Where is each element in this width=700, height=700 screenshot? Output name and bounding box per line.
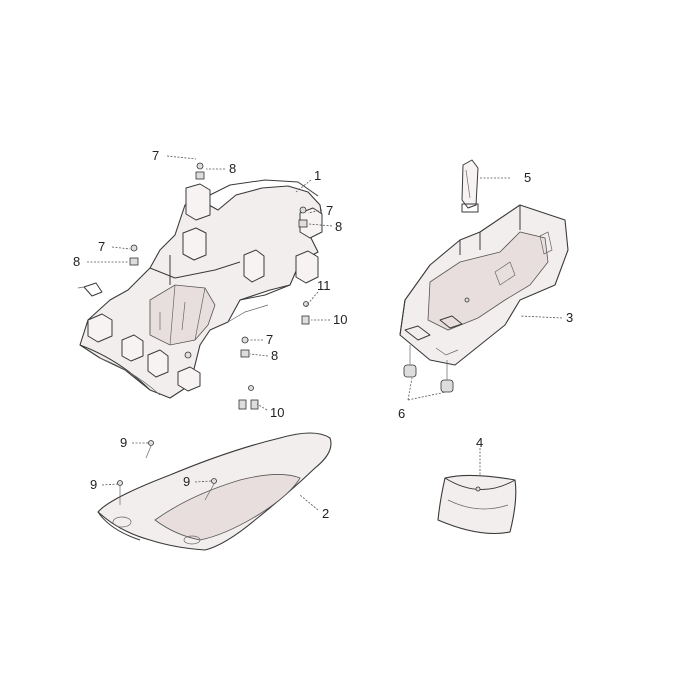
callout-10: 10 [333,312,347,327]
callout-3: 3 [566,310,573,325]
callout-8: 8 [271,348,278,363]
callout-9: 9 [183,474,190,489]
callout-4: 4 [476,435,483,450]
callout-7: 7 [266,332,273,347]
callout-2: 2 [322,506,329,521]
callout-8: 8 [73,254,80,269]
part-4-tool-pouch [437,474,517,535]
callout-labels: 7 8 1 7 8 7 8 11 10 7 8 10 5 3 6 4 2 9 9… [73,148,573,521]
part-3-inner-liner [399,159,569,393]
callout-9: 9 [90,477,97,492]
callout-7: 7 [98,239,105,254]
leader-lines [87,155,563,511]
callout-8: 8 [335,219,342,234]
callout-1: 1 [314,168,321,183]
callout-10: 10 [270,405,284,420]
callout-9: 9 [120,435,127,450]
callout-7: 7 [326,203,333,218]
part-2-rear-fender [97,432,332,551]
callout-5: 5 [524,170,531,185]
callout-7: 7 [152,148,159,163]
callout-6: 6 [398,406,405,421]
part-1-mudguard-bracket [77,162,323,410]
callout-8: 8 [229,161,236,176]
callout-11: 11 [317,278,331,293]
